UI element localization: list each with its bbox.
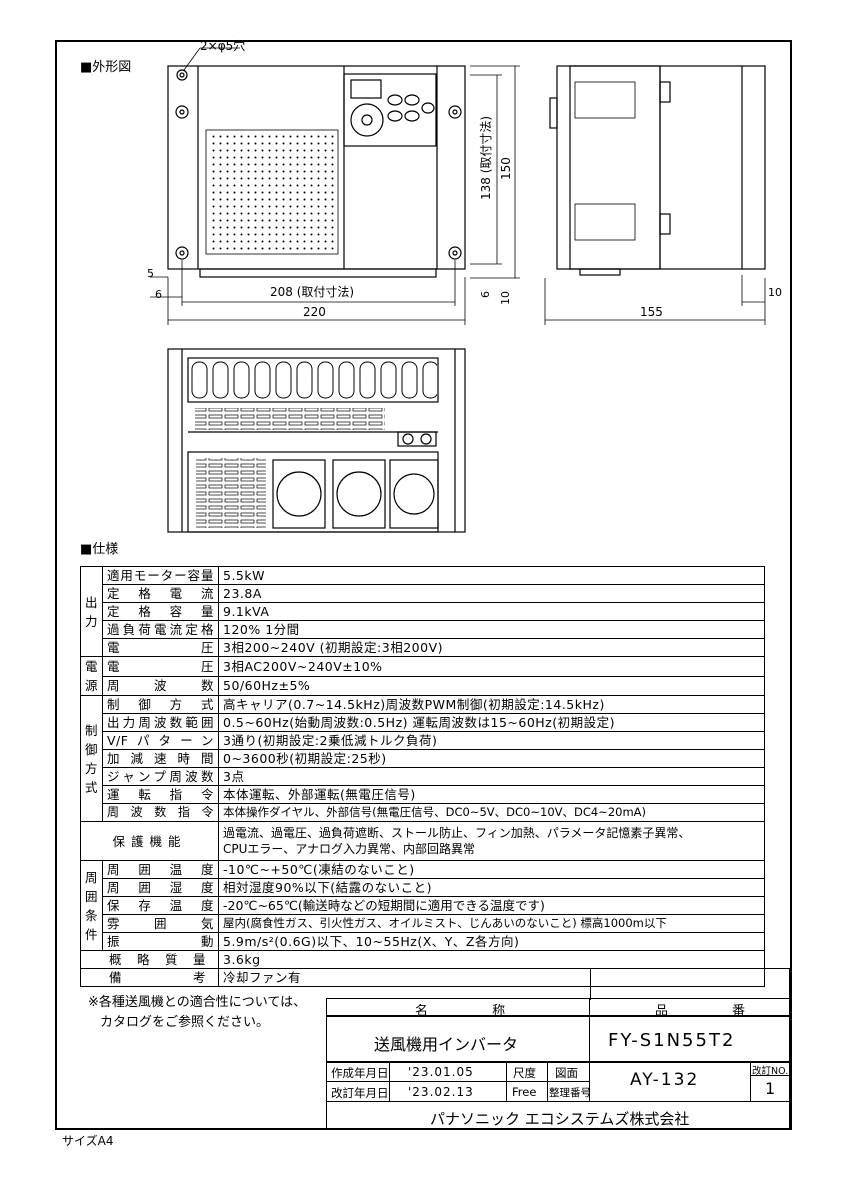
spec-row: 保存温度-20℃~65℃(輸送時などの短期間に適用できる温度です) <box>81 896 765 915</box>
dim-10-side: 10 <box>768 286 782 299</box>
spec-group-control: 制御方式 <box>80 695 103 822</box>
outline-drawing <box>150 47 766 533</box>
spec-row-protection: 保護機能 過電流、過電圧、過負荷遮断、ストール防止、フィン加熱、パラメータ記憶素… <box>80 821 765 861</box>
rev-label: 改訂NO. <box>752 1066 789 1077</box>
spec-row: 備考冷却ファン有 <box>80 968 765 987</box>
protection-value: 過電流、過電圧、過負荷遮断、ストール防止、フィン加熱、パラメータ記憶素子異常、 … <box>218 821 765 861</box>
created-date: '23.01.05 <box>408 1065 474 1079</box>
dim-150: 150 <box>499 157 513 180</box>
spec-row: 運転指令本体運転、外部運転(無電圧信号) <box>81 785 765 804</box>
dim-6-right: 6 <box>479 291 492 298</box>
dim-6-left: 6 <box>155 288 162 301</box>
scale-label: 尺度 <box>513 1066 536 1080</box>
control-label: 整理番号 <box>549 1087 591 1099</box>
spec-title: ■仕様 <box>80 542 119 557</box>
protection-key: 保護機能 <box>80 821 219 861</box>
dim-220: 220 <box>303 305 326 319</box>
drawing-number: AY-132 <box>630 1070 700 1090</box>
spec-row: 周囲湿度相対湿度90%以下(結露のないこと) <box>81 878 765 897</box>
drawing-label: 図面 <box>555 1066 578 1080</box>
spec-row: 雰囲気屋内(腐食性ガス、引火性ガス、オイルミスト、じんあいのないこと) 標高10… <box>81 914 765 933</box>
revised-date: '23.02.13 <box>408 1085 474 1099</box>
rev-number: 1 <box>765 1079 776 1098</box>
dim-208: 208 (取付寸法) <box>270 285 355 299</box>
dim-5: 5 <box>147 267 154 280</box>
dim-155: 155 <box>640 305 663 319</box>
spec-group-env: 周囲条件 <box>80 860 103 951</box>
spec-row: 周囲条件周囲温度-10℃~+50℃(凍結のないこと) <box>80 860 765 951</box>
scale-value: Free <box>512 1085 537 1099</box>
spec-group-power: 電源 <box>80 656 103 696</box>
part-number: FY-S1N55T2 <box>608 1030 736 1051</box>
spec-group-output: 出力 <box>80 566 103 657</box>
spec-row: 制御方式制御方式高キャリア(0.7~14.5kHz)周波数PWM制御(初期設定:… <box>80 695 765 822</box>
product-name: 送風機用インバータ <box>374 1035 519 1054</box>
dim-10-front: 10 <box>499 291 512 305</box>
dim-138: 138 (取付寸法) <box>479 115 493 200</box>
part-header: 品 番 <box>655 1004 776 1019</box>
compat-note-2: カタログをご参照ください。 <box>100 1015 270 1030</box>
revised-label: 改訂年月日 <box>331 1086 389 1100</box>
outline-title: ■外形図 <box>80 60 132 75</box>
paper-size: サイズA4 <box>62 1134 114 1148</box>
title-block-top <box>590 968 790 1000</box>
spec-row: 周波数指令本体操作ダイヤル、外部信号(無電圧信号、DC0~5V、DC0~10V、… <box>81 803 765 822</box>
dim-holes: 2×φ5穴 <box>200 39 246 53</box>
company-name: パナソニック エコシステムズ株式会社 <box>430 1110 690 1128</box>
compat-note-1: ※各種送風機との適合性については、 <box>88 995 307 1010</box>
name-header: 名 称 <box>415 1004 536 1019</box>
created-label: 作成年月日 <box>331 1066 389 1080</box>
